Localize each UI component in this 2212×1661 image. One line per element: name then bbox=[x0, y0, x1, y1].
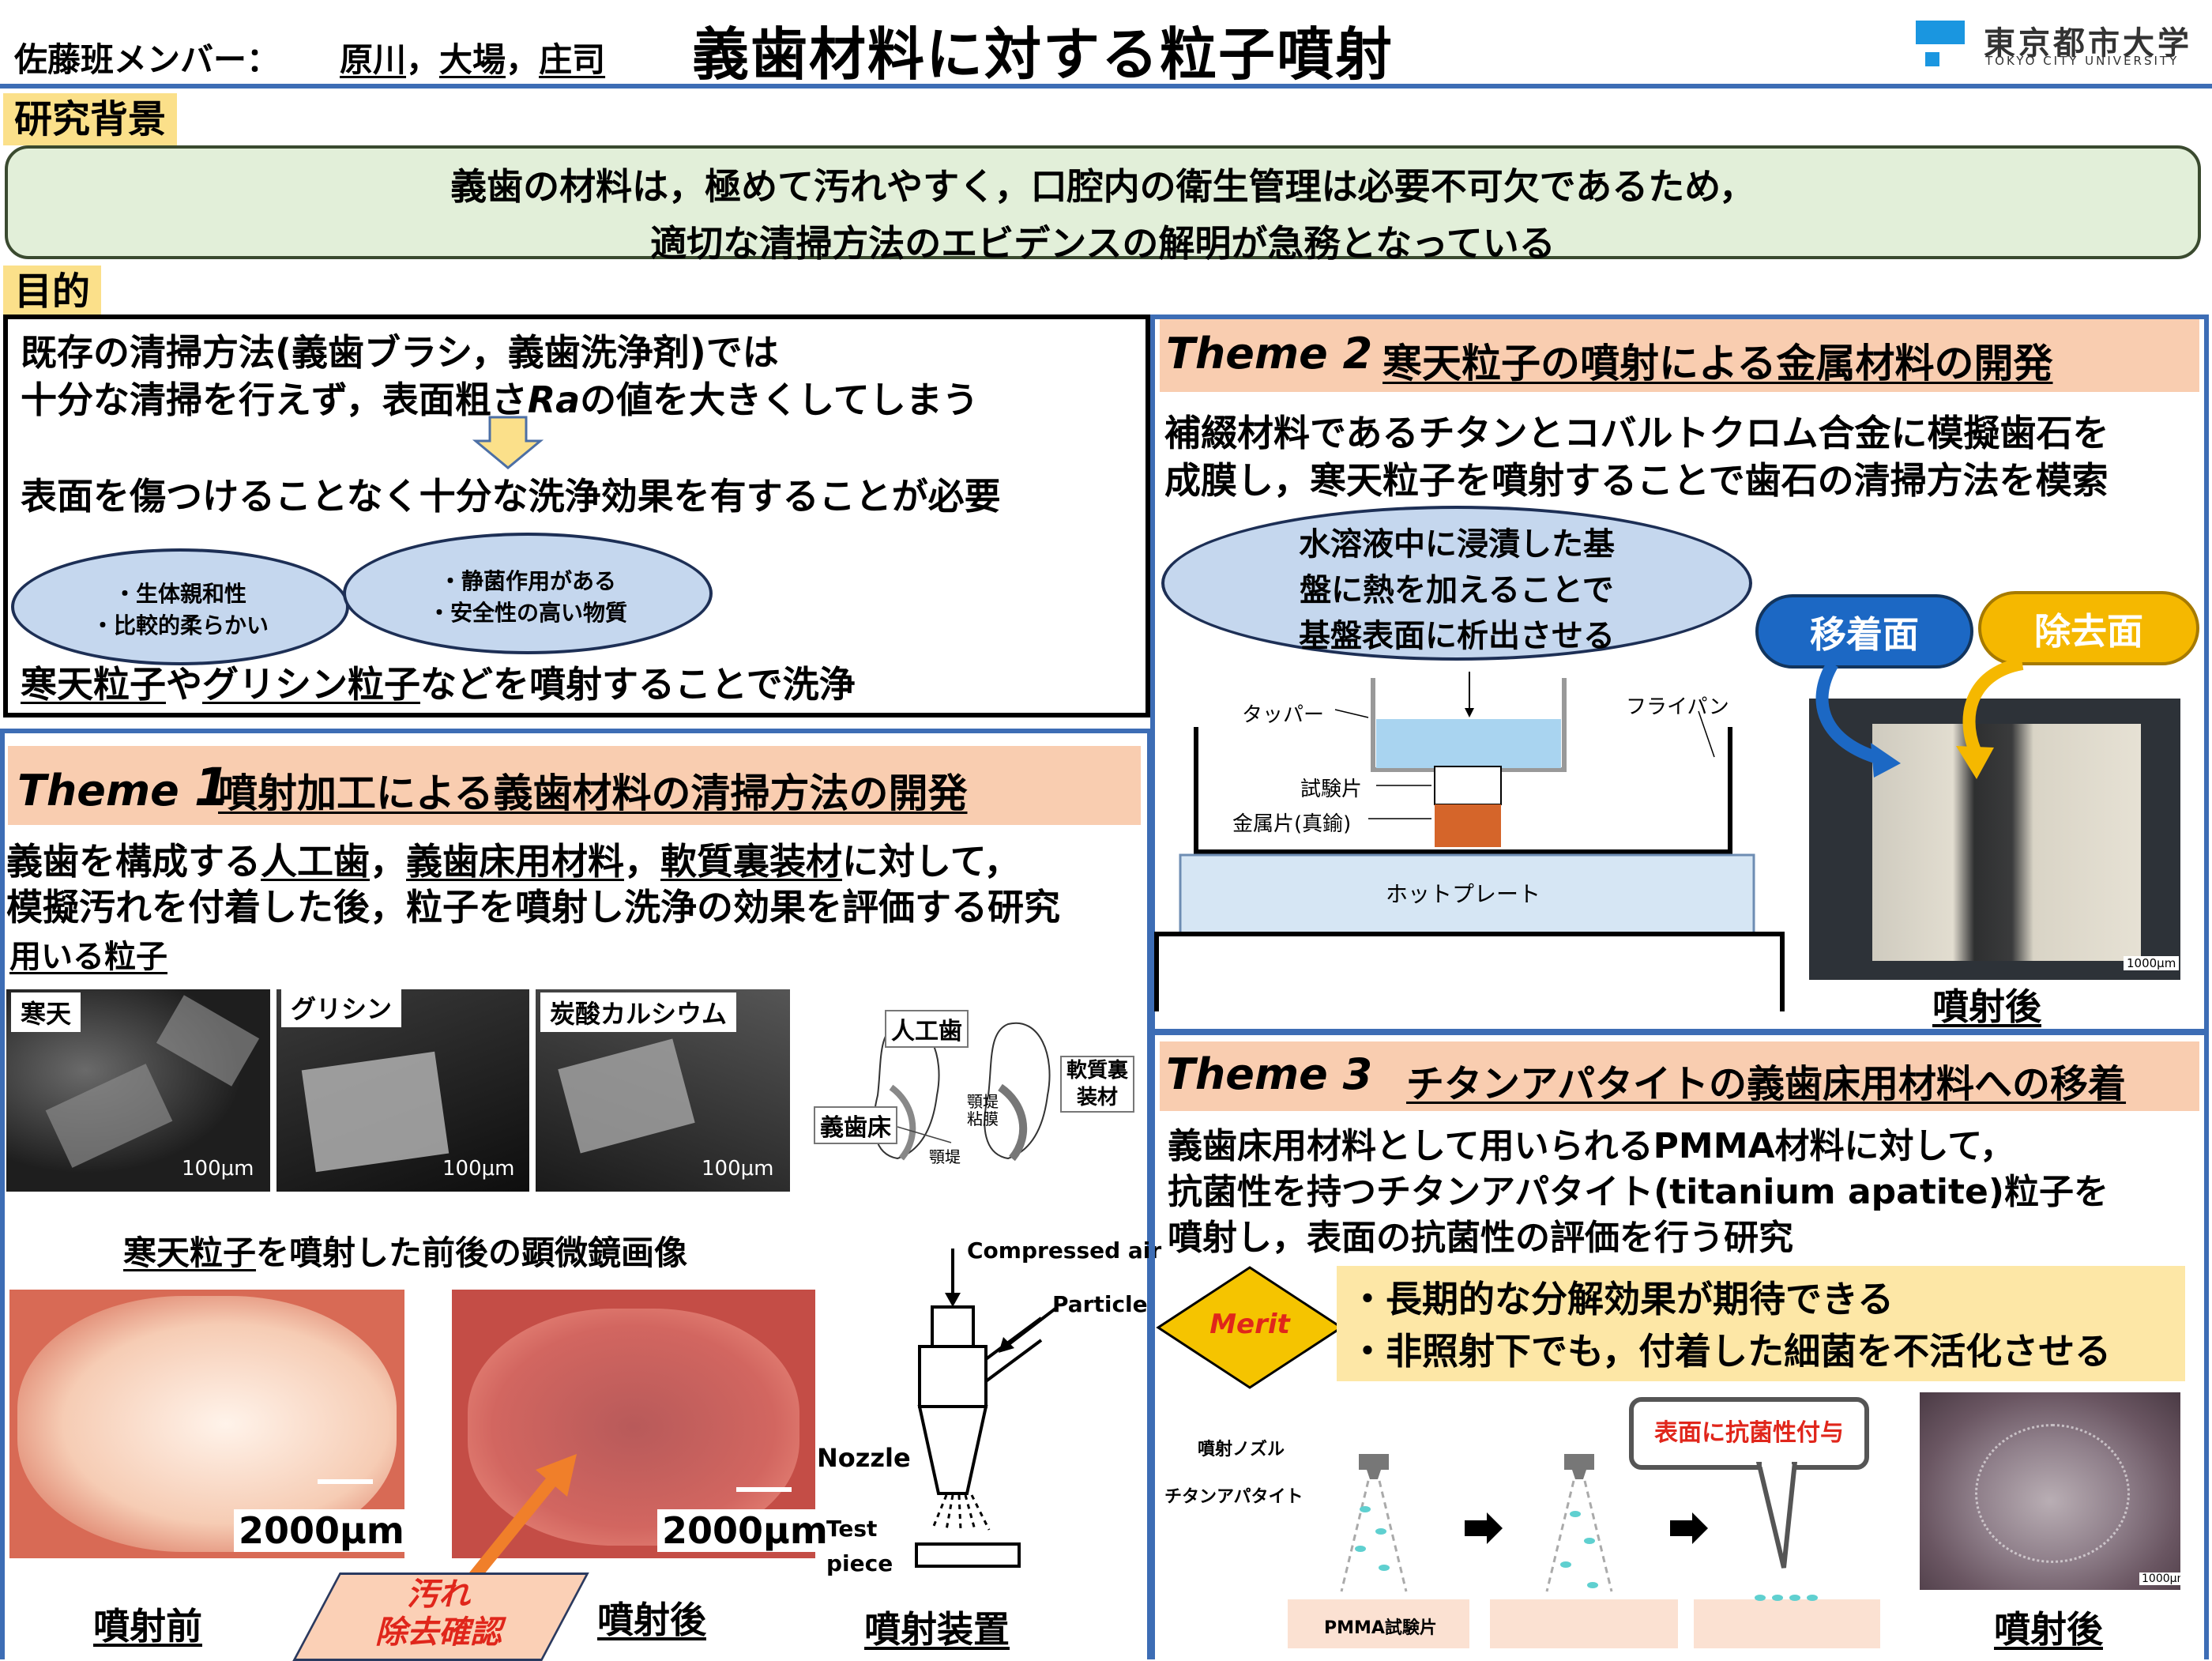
theme2-header: Theme 2 寒天粒子の噴射による金属材料の開発 bbox=[1160, 319, 2199, 392]
denture-label: 粘膜 bbox=[967, 1109, 999, 1128]
merit-diamond bbox=[1156, 1266, 1344, 1389]
scale-label: 1000μm bbox=[2124, 956, 2180, 970]
scale-label: 100μm bbox=[442, 1157, 515, 1181]
theme3-panel bbox=[1150, 1030, 2209, 1659]
theme2-desc: 補綴材料であるチタンとコバルトクロム合金に模擬歯石を bbox=[1164, 412, 2109, 454]
apparatus-label: ホットプレート bbox=[1386, 881, 1541, 907]
university-logo: 東京都市大学 TOKYO CITY UNIVERSITY bbox=[1916, 17, 2208, 73]
purpose-line: 十分な清掃を行えず，表面粗さRaの値を大きくしてしまう bbox=[21, 379, 979, 421]
particle-name: グリシン bbox=[281, 988, 402, 1027]
theme1-title: 噴射加工による義歯材料の清掃方法の開発 bbox=[218, 770, 968, 816]
purpose-tag: 目的 bbox=[3, 266, 102, 318]
apparatus-label: 金属片(真鍮) bbox=[1232, 812, 1352, 836]
theme2-label: Theme 2 bbox=[1166, 329, 1373, 379]
callout-pointer bbox=[1755, 1462, 1798, 1569]
adhesion-pill: 移着面 bbox=[1755, 594, 1973, 669]
page-title: 義歯材料に対する粒子噴射 bbox=[692, 21, 1394, 88]
device-label: Test bbox=[826, 1516, 878, 1542]
purpose-line: 寒天粒子やグリシン粒子などを噴射することで洗浄 bbox=[21, 663, 856, 706]
scale-label: 2000μm bbox=[657, 1509, 833, 1552]
theme1-label: Theme 1 bbox=[17, 757, 231, 818]
coating-process-diagram bbox=[1288, 1454, 1880, 1648]
background-tag: 研究背景 bbox=[3, 93, 178, 145]
theme3-desc: 義歯床用材料として用いられるPMMA材料に対して， bbox=[1168, 1126, 2015, 1166]
process-label: PMMA試験片 bbox=[1324, 1618, 1437, 1638]
theme2-desc: 成膜し，寒天粒子を噴射することで歯石の清掃方法を模索 bbox=[1164, 459, 2109, 502]
theme1-desc: 義歯を構成する人工歯，義歯床用材料，軟質裏装材に対して， bbox=[6, 840, 1021, 883]
member-name: 原川 bbox=[340, 40, 407, 79]
denture-diagram bbox=[873, 1022, 1051, 1162]
caption-device: 噴射装置 bbox=[864, 1608, 1010, 1651]
background-line: 義歯の材料は，極めて汚れやすく，口腔内の衛生管理は必要不可欠であるため， bbox=[450, 165, 1755, 208]
process-label: チタンアパタイト bbox=[1164, 1487, 1304, 1507]
scale-label: 2000μm bbox=[234, 1509, 409, 1552]
curved-arrow-icon bbox=[1815, 660, 1901, 778]
purpose-line: 表面を傷つけることなく十分な洗浄効果を有することが必要 bbox=[21, 475, 1001, 518]
theme3-title: チタンアパタイトの義歯床用材料への移着 bbox=[1406, 1062, 2127, 1106]
device-label: Particle bbox=[1052, 1291, 1148, 1317]
scale-label: 1000μm bbox=[2139, 1572, 2180, 1585]
removal-pill: 除去面 bbox=[1978, 591, 2199, 665]
curved-arrow-icon bbox=[1956, 657, 2024, 779]
micro-title: 寒天粒子を噴射した前後の顕微鏡画像 bbox=[123, 1234, 688, 1272]
apparatus-label: 試験片 bbox=[1300, 778, 1363, 801]
particles-label: 用いる粒子 bbox=[9, 939, 167, 975]
logo-mark-icon bbox=[1916, 21, 1965, 44]
blasting-device-diagram bbox=[915, 1249, 1057, 1568]
theme2-title: 寒天粒子の噴射による金属材料の開発 bbox=[1382, 341, 2053, 386]
background-box: 義歯の材料は，極めて汚れやすく，口腔内の衛生管理は必要不可欠であるため， 適切な… bbox=[5, 145, 2201, 265]
scale-label: 100μm bbox=[702, 1157, 774, 1181]
theme3-label: Theme 3 bbox=[1166, 1049, 1373, 1099]
apparatus-label: フライパン bbox=[1626, 695, 1729, 719]
particle-name: 炭酸カルシウム bbox=[540, 992, 737, 1032]
background-line: 適切な清掃方法のエビデンスの解明が急務となっている bbox=[650, 222, 1556, 265]
purpose-box: 既存の清掃方法(義歯ブラシ，義歯洗浄剤)では 十分な清掃を行えず，表面粗さRaの… bbox=[3, 314, 1150, 718]
property-bubble: ・生体親和性 ・比較的柔らかい bbox=[11, 548, 349, 665]
theme1-desc: 模擬汚れを付着した後，粒子を噴射し洗浄の効果を評価する研究 bbox=[6, 886, 1060, 928]
callout-box: 表面に抗菌性付与 bbox=[1629, 1397, 1869, 1470]
theme3-desc: 抗菌性を持つチタンアパタイト(titanium apatite)粒子を bbox=[1168, 1172, 2109, 1212]
caption-after: 噴射後 bbox=[597, 1599, 706, 1641]
header: 佐藤班メンバー： 原川，大場，庄司 義歯材料に対する粒子噴射 東京都市大学 TO… bbox=[0, 0, 2212, 88]
denture-label: 顎堤 bbox=[929, 1147, 961, 1166]
device-label: Compressed air bbox=[967, 1237, 1162, 1264]
denture-label: 軟質裏装材 bbox=[1060, 1056, 1135, 1113]
down-arrow-icon bbox=[472, 416, 544, 469]
denture-label: 顎堤 bbox=[967, 1092, 999, 1111]
denture-label: 義歯床 bbox=[814, 1106, 897, 1144]
theme1-header: Theme 1 噴射加工による義歯材料の清掃方法の開発 bbox=[8, 746, 1141, 825]
merit-item: ・非照射下でも，付着した細菌を不活化させる bbox=[1349, 1330, 2112, 1373]
theme2-caption: 噴射後 bbox=[1932, 985, 2041, 1028]
logo-mark-icon bbox=[1925, 52, 1939, 66]
merit-item: ・長期的な分解効果が期待できる bbox=[1349, 1278, 1894, 1320]
theme3-header: Theme 3 チタンアパタイトの義歯床用材料への移着 bbox=[1160, 1041, 2199, 1111]
removal-confirm-text: 汚れ除去確認 bbox=[375, 1576, 502, 1651]
member-name: 庄司 bbox=[539, 40, 606, 79]
member-name: 大場 bbox=[439, 40, 506, 79]
theme3-desc: 噴射し，表面の抗菌性の評価を行う研究 bbox=[1168, 1218, 1793, 1258]
logo-text-en: TOKYO CITY UNIVERSITY bbox=[1985, 54, 2180, 68]
members-label: 佐藤班メンバー： bbox=[14, 40, 280, 79]
theme3-caption: 噴射後 bbox=[1994, 1608, 2103, 1651]
logo-text-ja: 東京都市大学 bbox=[1984, 25, 2192, 62]
device-label: piece bbox=[826, 1550, 893, 1576]
purpose-line: 既存の清掃方法(義歯ブラシ，義歯洗浄剤)では bbox=[21, 331, 779, 374]
denture-label: 人工歯 bbox=[885, 1010, 969, 1048]
theme3-after-photo: 1000μm bbox=[1920, 1392, 2180, 1590]
device-label: Nozzle bbox=[817, 1443, 911, 1473]
theme1-panel bbox=[0, 729, 1152, 1659]
apparatus-label: タッパー bbox=[1242, 703, 1325, 727]
merit-label: Merit bbox=[1209, 1309, 1290, 1340]
scale-label: 100μm bbox=[182, 1157, 254, 1181]
particle-name: 寒天 bbox=[11, 992, 81, 1032]
caption-before: 噴射前 bbox=[93, 1605, 202, 1648]
merit-box: ・長期的な分解効果が期待できる ・非照射下でも，付着した細菌を不活化させる bbox=[1337, 1266, 2185, 1381]
process-label: 噴射ノズル bbox=[1198, 1440, 1285, 1459]
deposition-apparatus-diagram bbox=[1154, 672, 1785, 1011]
header-divider bbox=[0, 84, 2212, 89]
members: 原川，大場，庄司 bbox=[340, 40, 606, 79]
property-bubble: ・静菌作用がある ・安全性の高い物質 bbox=[343, 533, 713, 654]
method-bubble: 水溶液中に浸漬した基 盤に熱を加えることで 基盤表面に析出させる bbox=[1161, 506, 1752, 661]
